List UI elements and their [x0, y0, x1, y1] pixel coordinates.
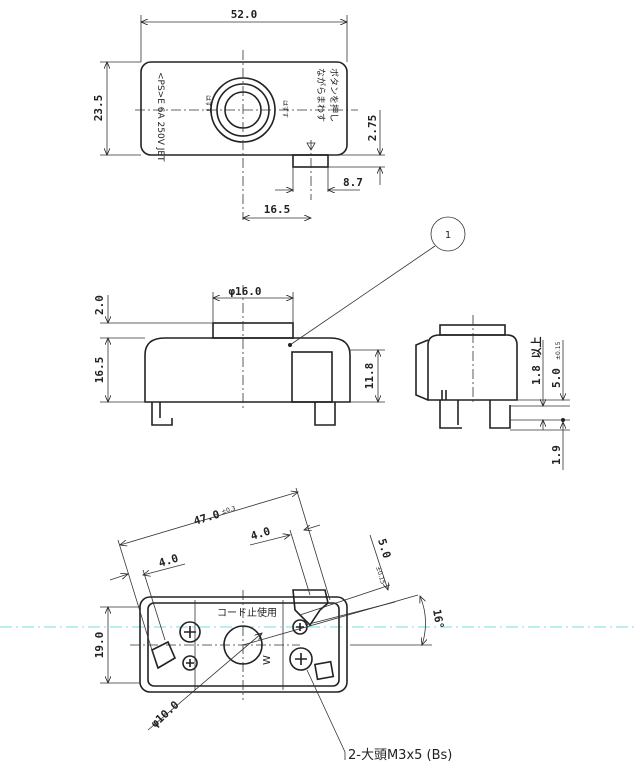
instruction-line-2: ながらまわす — [315, 68, 327, 122]
cord-clamp-label: コード止使用 — [217, 606, 277, 619]
dim-right-offset: 4.0 — [249, 525, 272, 543]
release-mark-right: はずす — [281, 100, 289, 118]
bottom-body-outline — [139, 596, 348, 693]
end-view: 1.8 以上 5.0 ±0.15 1.9 — [415, 315, 570, 470]
dim-angle: 16° — [430, 608, 446, 630]
dim-tab-offset: 2.75 — [366, 115, 379, 142]
dim-tab-width: 8.7 — [343, 176, 363, 189]
screw-icon — [179, 619, 313, 671]
screw-callout: 2-大頭M3x5 (Bs) — [348, 748, 452, 762]
dim-length: 47.0 — [192, 508, 221, 528]
side-view: φ16.0 2.0 16.5 11.8 1 — [93, 216, 466, 426]
rating-label: <PS>E 6A 250V JET — [155, 72, 165, 162]
dim-button-height: 2.0 — [93, 295, 106, 315]
dim-length-tol: ±0.3 — [221, 505, 237, 516]
dim-pin-tol: ±0.15 — [555, 341, 562, 360]
dim-tab-center: 16.5 — [264, 203, 291, 216]
dim-bottom-height: 19.0 — [93, 632, 106, 659]
dim-pin-offset: 1.9 — [550, 445, 563, 465]
dim-hole-dia: φ10.0 — [148, 698, 181, 730]
dim-min-gap: 1.8 以上 — [529, 337, 543, 386]
dim-width: 52.0 — [231, 8, 258, 21]
dim-left-offset: 4.0 — [157, 552, 180, 570]
bottom-view: コード止使用 W 19.0 47.0 ±0.3 4.0 4.0 5.0 ±0.1… — [0, 487, 638, 762]
top-view: 52.0 23.5 2.75 8.7 16.5 <PS>E 6A 250V JE… — [92, 8, 385, 220]
top-body-outline — [140, 61, 348, 156]
balloon-number: 1 — [445, 230, 451, 241]
w-mark: W — [262, 655, 273, 665]
dim-inner-height: 11.8 — [363, 363, 376, 390]
instruction-line-1: ボタンを押し — [328, 68, 340, 122]
cord-hole — [223, 625, 263, 665]
item-balloon — [430, 216, 466, 252]
dim-button-dia: φ16.0 — [228, 285, 261, 298]
top-tab — [292, 154, 329, 168]
dim-slot: 5.0 — [375, 537, 393, 560]
triangle-mark-icon — [306, 142, 316, 151]
side-body — [144, 337, 351, 403]
dim-slot-tol: ±0.15 — [374, 566, 386, 586]
release-mark-left: はずす — [204, 95, 212, 113]
dim-body-height: 16.5 — [93, 357, 106, 384]
dim-pin: 5.0 — [550, 368, 563, 388]
dim-height: 23.5 — [92, 95, 105, 122]
side-button — [212, 322, 294, 339]
